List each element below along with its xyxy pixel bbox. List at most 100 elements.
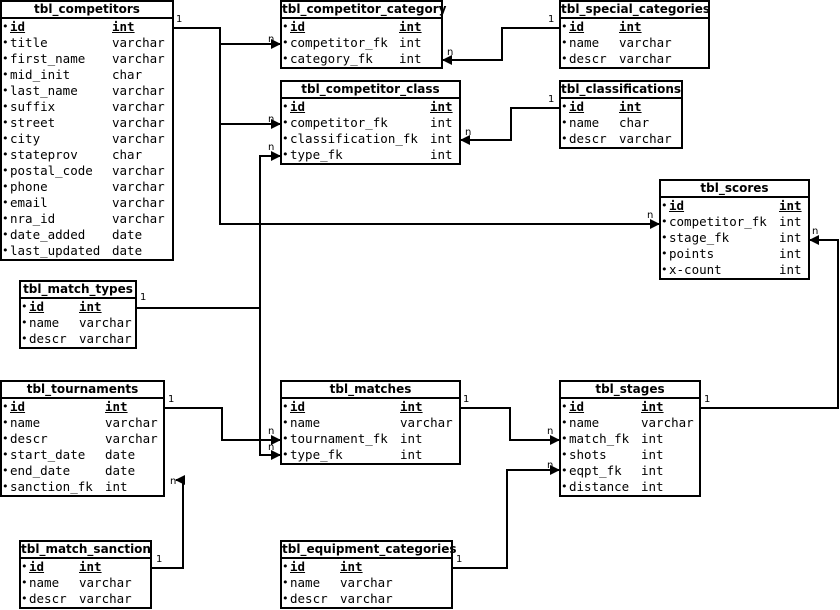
table-title: tbl_scores	[661, 181, 808, 198]
table-title: tbl_stages	[561, 382, 699, 399]
field-type: varchar	[79, 315, 132, 330]
field-type: varchar	[79, 575, 132, 590]
bullet-icon: •	[561, 400, 568, 413]
table-title: tbl_matches	[282, 382, 459, 399]
field-name: competitor_fk	[290, 115, 388, 130]
field-type: int	[430, 147, 453, 162]
cardinality-one-label: 1	[463, 394, 469, 405]
field-type: varchar	[112, 179, 165, 194]
bullet-icon: •	[561, 416, 568, 429]
bullet-icon: •	[2, 100, 9, 113]
field-name: id	[569, 19, 585, 34]
bullet-icon: •	[561, 480, 568, 493]
field-type: int	[400, 431, 423, 446]
bullet-icon: •	[561, 52, 568, 65]
field-name: id	[29, 559, 45, 574]
field-name: name	[29, 315, 60, 330]
bullet-icon: •	[2, 52, 9, 65]
bullet-icon: •	[21, 560, 28, 573]
field-name: type_fk	[290, 447, 343, 462]
field-name: id	[569, 99, 585, 114]
field-name: id	[290, 559, 306, 574]
table-title: tbl_classifications	[561, 82, 681, 99]
relationship-matches-to-stages	[461, 407, 560, 445]
field-type: varchar	[112, 115, 165, 130]
field-name: classification_fk	[290, 131, 418, 146]
bullet-icon: •	[2, 480, 9, 493]
table-title: tbl_special_categories	[561, 2, 710, 19]
field-name: tournament_fk	[290, 431, 388, 446]
field-name: id	[10, 19, 26, 34]
field-type: date	[112, 227, 143, 242]
bullet-icon: •	[282, 132, 289, 145]
bullet-icon: •	[282, 416, 289, 429]
field-type: int	[430, 115, 453, 130]
cardinality-many-label: n	[547, 426, 553, 437]
field-type: int	[105, 399, 128, 414]
field-type: int	[400, 399, 423, 414]
bullet-icon: •	[561, 432, 568, 445]
field-row: •classification_fk int	[282, 131, 459, 147]
relationship-special-categories-to-competitor-category	[442, 27, 559, 65]
cardinality-many-label: n	[447, 47, 453, 58]
bullet-icon: •	[282, 400, 289, 413]
bullet-icon: •	[661, 215, 668, 228]
field-type: varchar	[112, 211, 165, 226]
field-type: varchar	[79, 591, 132, 606]
bullet-icon: •	[561, 100, 568, 113]
table-title: tbl_match_types	[21, 282, 135, 299]
field-type: int	[779, 246, 802, 261]
field-type: int	[430, 99, 453, 114]
field-type: int	[430, 131, 453, 146]
bullet-icon: •	[2, 84, 9, 97]
bullet-icon: •	[2, 132, 9, 145]
field-type: varchar	[112, 51, 165, 66]
field-type: date	[105, 447, 136, 462]
bullet-icon: •	[282, 100, 289, 113]
field-type: int	[79, 559, 102, 574]
field-type: char	[112, 67, 143, 82]
bullet-icon: •	[282, 52, 289, 65]
field-type: int	[112, 19, 135, 34]
bullet-icon: •	[282, 576, 289, 589]
field-name: nra_id	[10, 211, 56, 226]
cardinality-many-label: n	[268, 442, 274, 453]
bullet-icon: •	[2, 432, 9, 445]
field-type: varchar	[112, 35, 165, 50]
field-name: start_date	[10, 447, 86, 462]
bullet-icon: •	[661, 247, 668, 260]
cardinality-one-label: 1	[456, 554, 462, 565]
